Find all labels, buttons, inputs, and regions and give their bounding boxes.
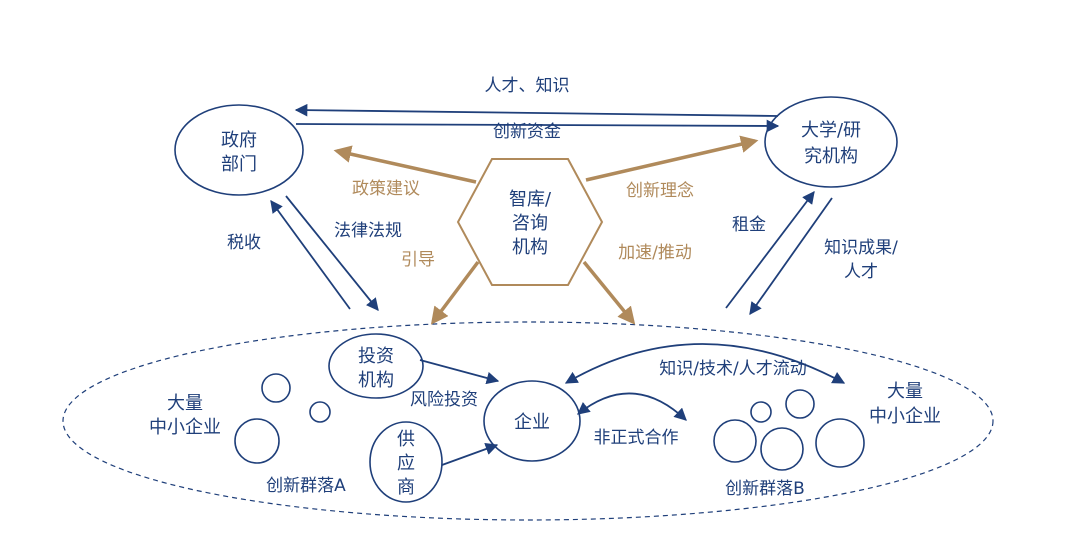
innovation-funds-label: 创新资金 [493,122,561,142]
sme-circle [760,427,804,471]
supplier-node [369,421,443,503]
innovation-funds-arrow [295,119,780,133]
sme-right-label-line1: 大量 [887,381,923,402]
sme-circle [750,401,772,423]
innovation-ideas-label: 创新理念 [626,180,694,201]
investment-label-line2: 机构 [358,370,394,391]
government-label-line1: 政府 [221,130,257,151]
investment-label-line1: 投资 [358,346,394,367]
think-tank-label-line1: 智库/ [509,189,552,210]
guidance-arrow [430,260,480,325]
sme-circle [309,401,331,423]
tax-arrow [270,199,351,310]
enterprise-node [483,380,581,462]
knowledge-output-arrow [749,197,833,316]
sme-left-label-line1: 大量 [167,393,203,414]
policy-advice-label: 政策建议 [352,179,420,199]
acceleration-label: 加速/推动 [618,243,692,263]
innovation-group-b-label: 创新群落B [725,479,805,499]
investment-to-enterprise-arrow [419,359,500,385]
rent-label: 租金 [732,215,766,235]
venture-capital-label: 风险投资 [410,390,478,410]
sme-circle [785,389,815,419]
supplier-to-enterprise-arrow [441,442,499,466]
talent-knowledge-arrow [294,103,779,117]
investment-node [328,333,424,399]
laws-label: 法律法规 [334,221,402,241]
rent-arrow [725,190,815,309]
think-tank-label-line2: 咨询 [512,213,548,234]
innovation-cluster-ellipse [62,321,994,521]
guidance-label: 引导 [401,250,435,270]
acceleration-arrow [582,260,636,325]
informal-cooperation-label: 非正式合作 [594,428,679,448]
university-label-line1: 大学/研 [801,120,861,141]
enterprise-label: 企业 [514,412,550,433]
policy-advice-arrow [333,145,477,184]
sme-circle [234,418,280,464]
university-node [764,96,898,188]
tax-label: 税收 [227,233,261,253]
supplier-label-line1: 供 [397,429,415,450]
knowledge-output-label-line2: 人才 [844,262,878,282]
think-tank-node [456,158,604,286]
sme-circle [261,373,291,403]
university-label-line2: 究机构 [804,146,858,167]
sme-circle [815,418,865,468]
innovation-ideas-arrow [585,135,759,182]
innovation-group-a-label: 创新群落A [266,476,346,496]
talent-knowledge-label: 人才、知识 [485,76,570,96]
government-node [174,104,304,196]
informal-cooperation-arc [577,392,687,421]
think-tank-label-line3: 机构 [512,237,548,258]
talent-flow-label: 知识/技术/人才流动 [659,359,806,379]
knowledge-output-label-line1: 知识成果/ [824,238,898,258]
government-label-line2: 部门 [221,154,257,175]
sme-left-label-line2: 中小企业 [149,417,221,438]
laws-arrow [285,195,379,311]
sme-circle [713,419,757,463]
supplier-label-line2: 应 [397,453,415,474]
supplier-label-line3: 商 [397,477,415,498]
talent-flow-arc [564,343,846,384]
sme-right-label-line2: 中小企业 [869,406,941,427]
